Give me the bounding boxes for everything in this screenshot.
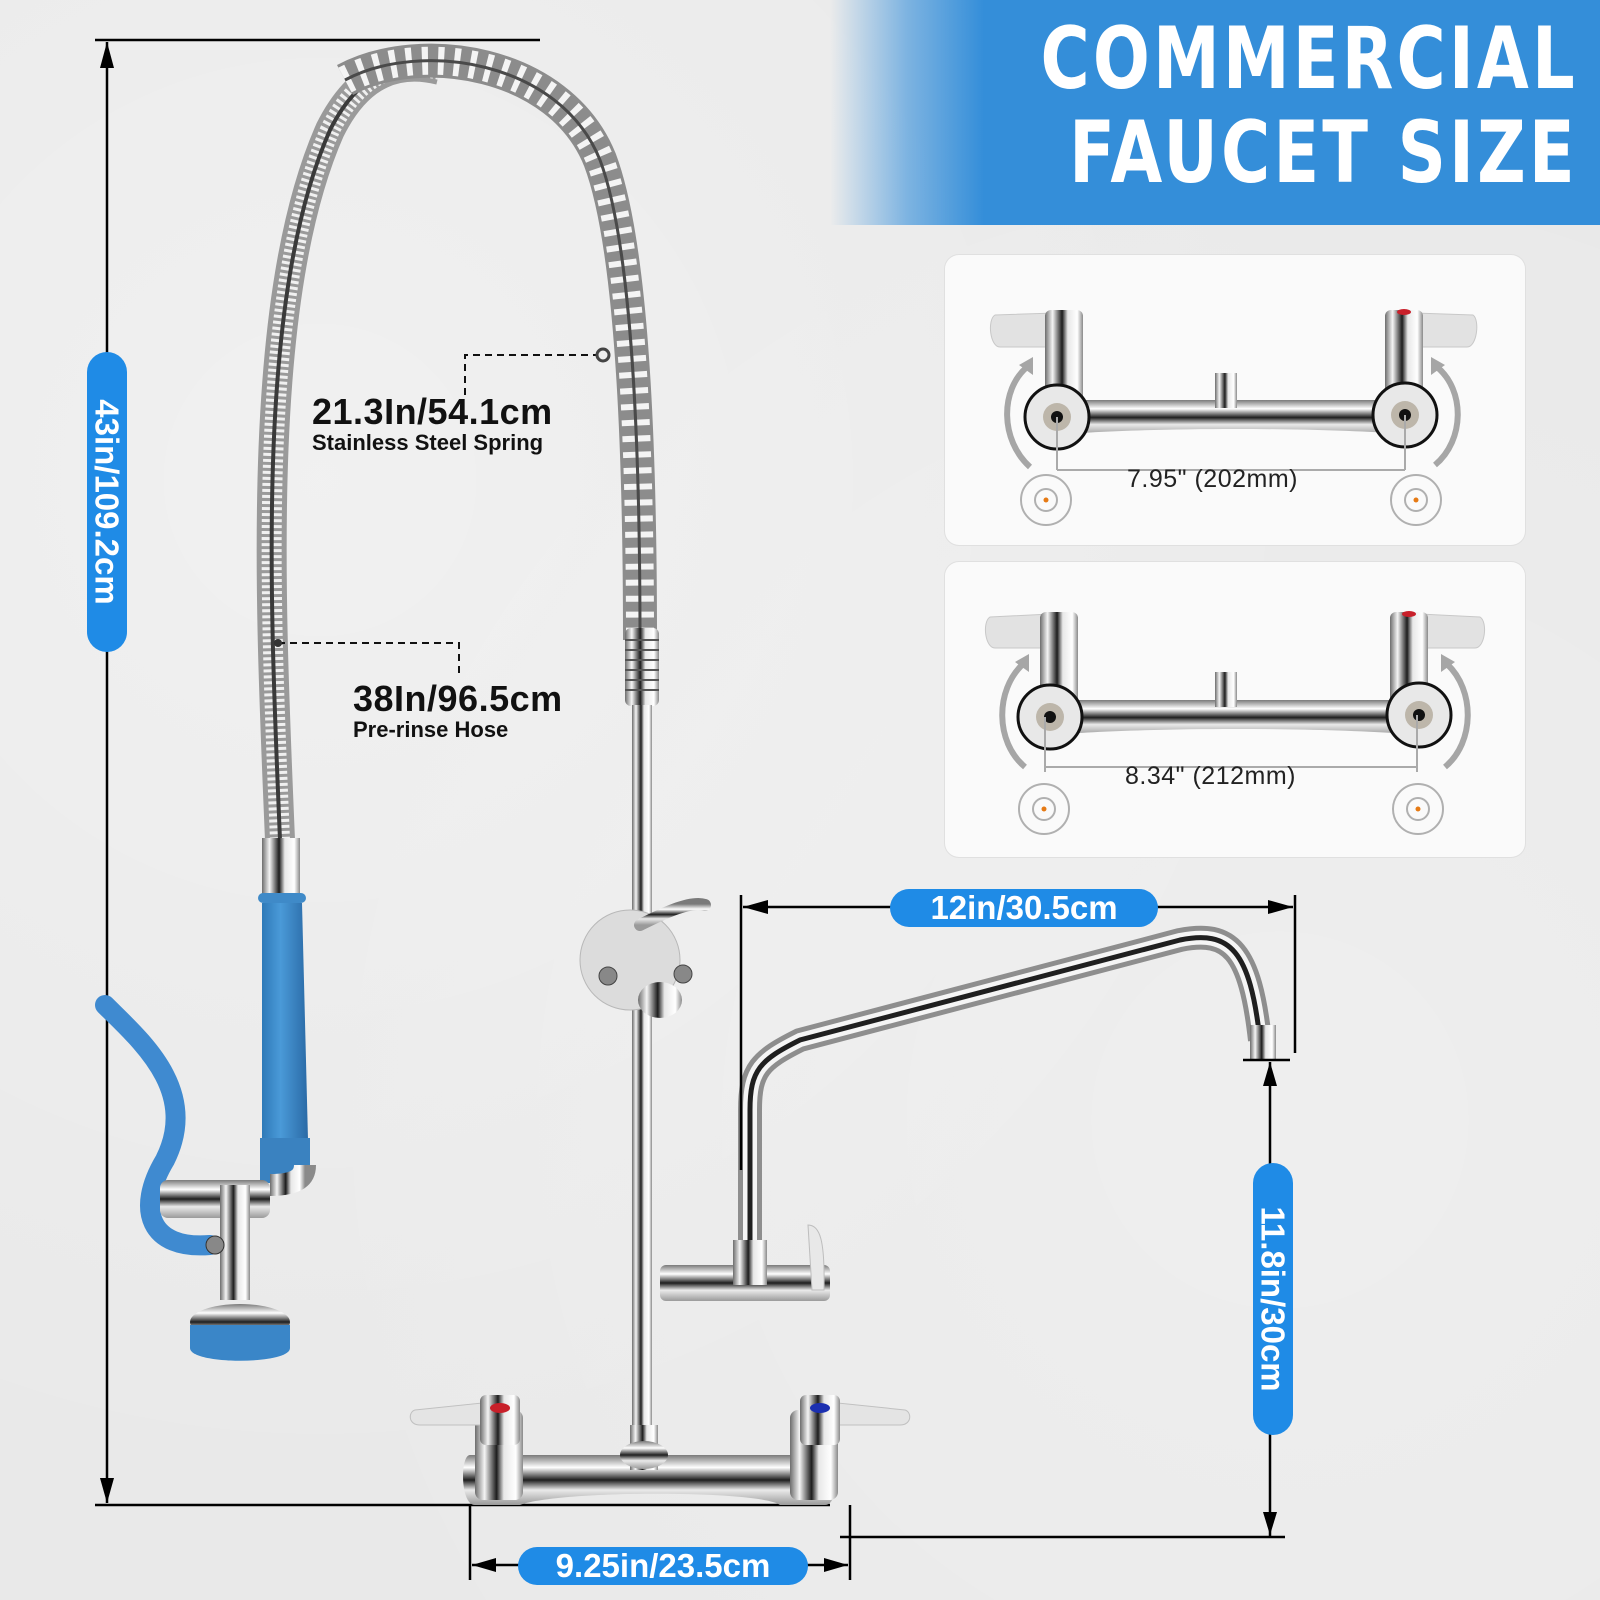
reach-value: 12in/30.5cm — [930, 889, 1118, 926]
stainless-steel-spring — [337, 43, 659, 706]
base-width-value: 9.25in/23.5cm — [555, 1547, 771, 1584]
spring-label: Stainless Steel Spring — [312, 430, 544, 455]
swing-spout — [660, 925, 1276, 1301]
inset-card-212mm: 8.34" (212mm) — [945, 562, 1525, 857]
inlet-circle-icon — [1020, 474, 1072, 526]
spring-callout-leader — [464, 347, 611, 395]
reach-pill: 12in/30.5cm — [890, 889, 1158, 927]
spring-length: 21.3In/54.1cm — [312, 391, 553, 432]
inset-card-202mm: 7.95" (202mm) — [945, 255, 1525, 545]
rotate-arrow-icon — [1432, 364, 1461, 468]
hose-label: Pre-rinse Hose — [353, 717, 509, 742]
wall-mount-body-icon — [984, 611, 1486, 835]
spout-height-pill: 11.8in/30cm — [1253, 1163, 1293, 1435]
riser-pipe — [632, 705, 652, 1425]
hose-length: 38In/96.5cm — [353, 678, 563, 719]
spout-height-value: 11.8in/30cm — [1255, 1206, 1292, 1392]
spacing-label-212mm: 8.34" (212mm) — [1125, 762, 1296, 790]
spring-callout: 21.3In/54.1cm Stainless Steel Spring — [312, 393, 553, 455]
inlet-circle-icon — [1392, 783, 1444, 835]
rotate-arrow-icon — [1442, 661, 1471, 770]
wall-bracket — [579, 898, 711, 1018]
wall-mount-body-icon — [989, 309, 1478, 526]
title-line-2: FAUCET SIZE — [1069, 103, 1578, 203]
page-title: COMMERCIAL FAUCET SIZE — [1041, 12, 1578, 200]
spray-valve — [95, 838, 316, 1361]
inlet-circle-icon — [1018, 783, 1070, 835]
total-height-value: 43in/109.2cm — [89, 399, 127, 605]
hose-callout: 38In/96.5cm Pre-rinse Hose — [353, 680, 563, 742]
height-dimension-line — [95, 38, 830, 1507]
inlet-circle-icon — [1390, 474, 1442, 526]
cold-indicator-icon — [810, 1403, 830, 1413]
faucet-base — [409, 1395, 911, 1505]
rotate-arrow-icon — [1004, 364, 1033, 470]
rotate-arrow-icon — [999, 661, 1028, 770]
spout-height-dimension-line — [840, 1058, 1290, 1539]
header-band: COMMERCIAL FAUCET SIZE — [830, 0, 1600, 225]
total-height-pill: 43in/109.2cm — [87, 352, 127, 652]
base-width-pill: 9.25in/23.5cm — [518, 1547, 808, 1585]
title-line-1: COMMERCIAL — [1040, 9, 1578, 109]
hot-indicator-icon — [490, 1403, 510, 1413]
hose-callout-leader — [274, 639, 460, 675]
spacing-label-202mm: 7.95" (202mm) — [1127, 465, 1298, 493]
